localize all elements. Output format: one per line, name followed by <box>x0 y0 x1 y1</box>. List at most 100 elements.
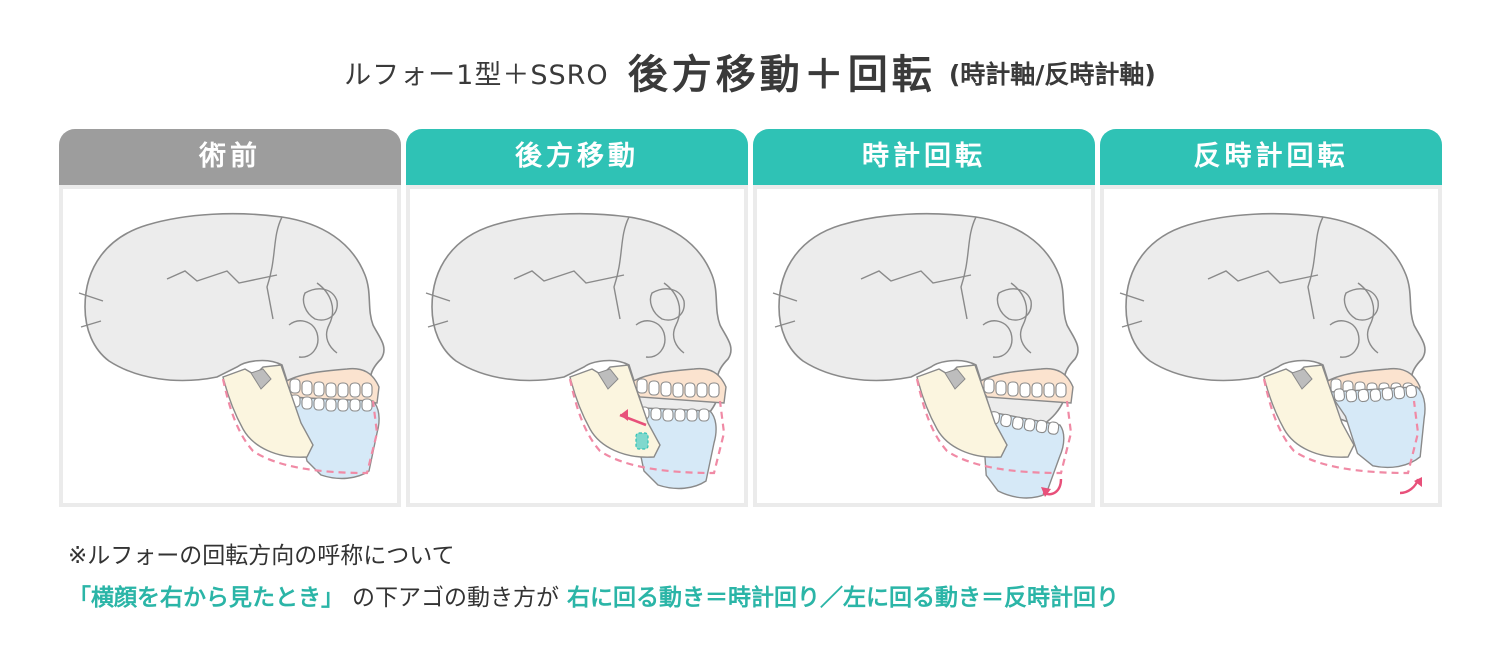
condyle <box>1291 368 1313 390</box>
cranium-sutures <box>772 216 1032 358</box>
upper-tooth <box>361 382 373 398</box>
lower-tooth <box>301 396 313 410</box>
skull-group <box>78 212 385 480</box>
comparison-panels: 術前 後方移動 時計回転 反時計回転 <box>59 129 1443 507</box>
upper-tooth <box>325 382 337 398</box>
upper-tooth <box>696 382 708 398</box>
panel-header-posterior: 後方移動 <box>406 129 748 185</box>
panel-illustration-preop <box>63 189 397 503</box>
upper-tooth <box>672 382 684 398</box>
rotation-note-heading: ※ルフォーの回転方向の呼称について <box>68 543 455 569</box>
skull-group <box>772 212 1079 499</box>
lower-tooth <box>349 398 361 412</box>
skull-illustration <box>78 212 385 480</box>
condyle <box>250 368 272 390</box>
orbit <box>996 288 1032 321</box>
upper-tooth <box>660 381 672 397</box>
skull-illustration <box>425 212 732 490</box>
skull-group <box>425 212 732 490</box>
lower-tooth <box>1047 421 1060 435</box>
panel-clockwise: 時計回転 <box>753 129 1095 507</box>
preop-outline <box>568 378 726 475</box>
condyle <box>944 368 966 390</box>
panel-illustration-posterior <box>410 189 744 503</box>
upper-tooth <box>337 382 349 398</box>
lower-tooth <box>698 408 710 422</box>
upper-tooth <box>1031 382 1043 398</box>
lower-tooth <box>1369 388 1382 402</box>
skull-illustration <box>1119 212 1426 495</box>
note-definition: 右に回る動き＝時計回り／左に回る動き＝反時計回り <box>567 585 1119 611</box>
osteotomy-segment <box>635 432 649 450</box>
upper-tooth <box>1019 382 1031 398</box>
upper-tooth <box>1043 382 1055 398</box>
lower-tooth <box>1345 389 1358 403</box>
posterior-arrow-head <box>620 409 628 421</box>
cranium-sutures <box>78 216 338 358</box>
counterclockwise-arrow-head <box>1414 477 1422 487</box>
title-main: 後方移動＋回転 <box>627 52 936 98</box>
upper-tooth <box>983 378 995 394</box>
lower-tooth <box>686 408 698 422</box>
mandible-ramus <box>916 364 1008 458</box>
orbit <box>649 288 685 321</box>
lower-tooth <box>1405 384 1418 399</box>
panel-header-preop: 術前 <box>59 129 401 185</box>
lower-tooth <box>1023 418 1036 432</box>
mandible-group <box>283 394 380 480</box>
lower-tooth <box>1357 388 1370 403</box>
lower-tooth <box>1000 413 1012 428</box>
panel-posterior: 後方移動 <box>406 129 748 507</box>
mandible-ramus <box>222 364 314 458</box>
title-prefix: ルフォー1型＋SSRO <box>344 60 609 91</box>
note-middle: の下アゴの動き方が <box>352 585 559 611</box>
lower-tooth <box>313 397 325 411</box>
lower-tooth <box>337 398 349 412</box>
lower-tooth <box>1035 419 1048 434</box>
mandible-ramus <box>1263 364 1355 458</box>
cranium-sutures <box>425 216 685 358</box>
panel-header-counterclockwise: 反時計回転 <box>1100 129 1442 185</box>
page-title: ルフォー1型＋SSRO 後方移動＋回転 (時計軸/反時計軸) <box>0 42 1500 100</box>
condyle <box>597 368 619 390</box>
upper-tooth <box>289 378 301 394</box>
cranium-sutures <box>1119 216 1379 358</box>
lower-tooth <box>1381 387 1394 401</box>
skull-illustration <box>772 212 1079 499</box>
upper-tooth <box>301 380 313 396</box>
upper-tooth <box>995 380 1007 396</box>
upper-tooth <box>708 382 720 398</box>
orbit <box>302 288 338 321</box>
lower-tooth <box>650 407 662 421</box>
lower-tooth <box>1011 416 1024 430</box>
lower-tooth <box>361 398 373 412</box>
panel-header-clockwise: 時計回転 <box>753 129 1095 185</box>
panel-counterclockwise: 反時計回転 <box>1100 129 1442 507</box>
orbit <box>1343 288 1379 321</box>
preop-outline <box>1262 378 1420 475</box>
lower-tooth <box>325 398 337 412</box>
mandible-group <box>1327 384 1426 469</box>
skull-group <box>1119 212 1426 495</box>
lower-tooth <box>1393 386 1406 400</box>
title-suffix: (時計軸/反時計軸) <box>948 60 1156 89</box>
upper-tooth <box>648 380 660 396</box>
lower-tooth <box>1333 388 1346 402</box>
clockwise-arrow-head <box>1041 487 1051 497</box>
upper-tooth <box>313 381 325 397</box>
upper-tooth <box>1007 381 1019 397</box>
upper-tooth <box>684 382 696 398</box>
panel-illustration-counterclockwise <box>1104 189 1438 503</box>
note-quote: 「横顔を右から見たとき」 <box>68 585 344 611</box>
lower-tooth <box>662 408 674 422</box>
mandible-body <box>1327 386 1426 469</box>
preop-outline <box>221 378 379 475</box>
upper-tooth <box>349 382 361 398</box>
panel-illustration-clockwise <box>757 189 1091 503</box>
preop-outline <box>915 378 1073 475</box>
upper-tooth <box>636 378 648 394</box>
upper-tooth <box>1055 382 1067 398</box>
mandible-body <box>283 396 380 480</box>
rotation-note-definition: 「横顔を右から見たとき」の下アゴの動き方が右に回る動き＝時計回り／左に回る動き＝… <box>68 578 1119 612</box>
panel-preop: 術前 <box>59 129 401 507</box>
